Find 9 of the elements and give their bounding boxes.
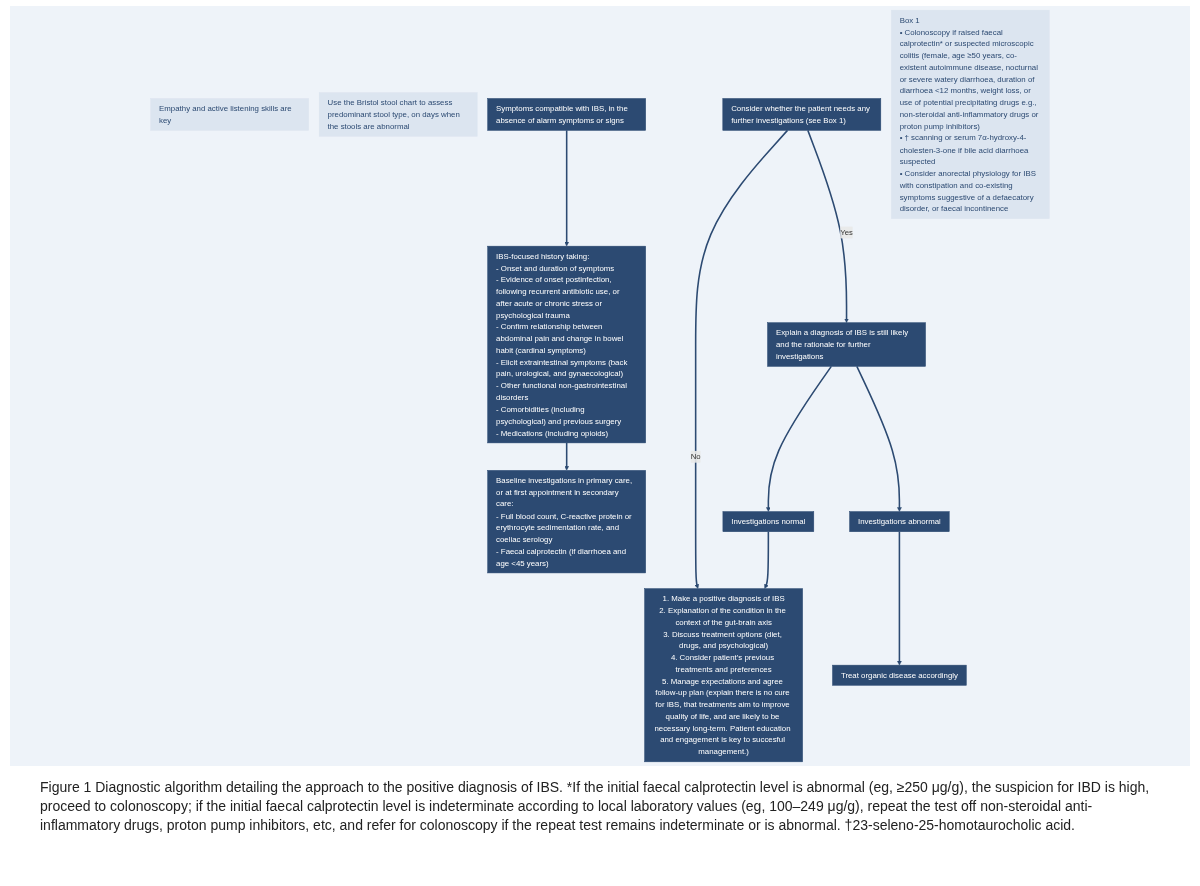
arrow [897,530,902,666]
figure-caption: Figure 1 Diagnostic algorithm detailing the approach to the positive diagnosis of IBS. *If the initial faecal calprotectin level is abnormal (eg, ≥250 μg/g), the suspicion for IBD is high, proceed to colonoscopy; if the initial faecal calprotectin level is indeterminate according to local laboratory values (eg, 100–249 μg/g), repeat the test off non-steroidal anti-inflammatory drugs, proton pump inhibitors, etc, and refer for colonoscopy if the repeat test remains indeterminate or is abnormal. †23-seleno-25-homotaurocholic acid. [40,778,1151,835]
arrow [564,442,569,471]
arrow [764,530,770,589]
arrow [856,365,902,512]
arrow [694,129,789,589]
arrow [807,129,849,323]
arrow [766,365,833,512]
arrow [564,129,569,247]
